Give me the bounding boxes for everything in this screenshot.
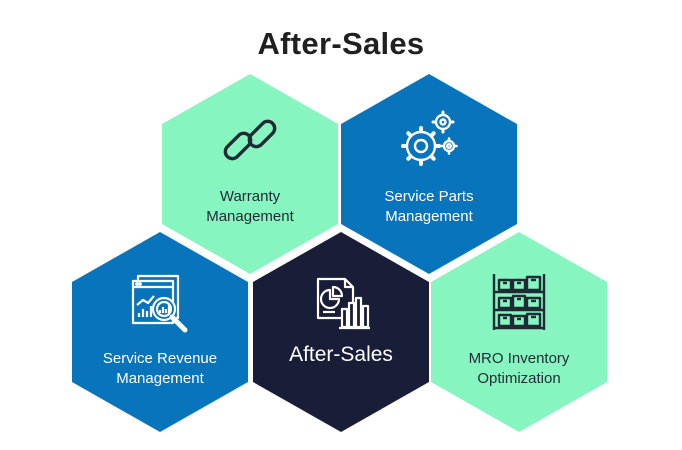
analytics-magnifier-icon xyxy=(131,274,188,333)
hex-label: Service Revenue Management xyxy=(102,350,218,387)
hex-label: After-Sales xyxy=(289,343,393,366)
gears-icon xyxy=(401,110,458,166)
report-document-icon xyxy=(316,277,370,330)
hex-label: Warranty Management xyxy=(206,188,294,225)
hex-service-revenue-management: Service Revenue Management xyxy=(72,232,248,432)
hex-label: MRO Inventory Optimization xyxy=(468,350,570,387)
chain-link-icon xyxy=(223,119,277,161)
hex-label: Service Parts Management xyxy=(384,188,474,225)
hex-service-parts-management: Service Parts Management xyxy=(341,74,517,274)
hex-after-sales-center: After-Sales xyxy=(253,232,429,432)
page-title: After-Sales xyxy=(257,26,425,61)
warehouse-shelves-icon xyxy=(492,274,546,330)
hex-mro-inventory-optimization: MRO Inventory Optimization xyxy=(431,232,607,432)
hex-warranty-management: Warranty Management xyxy=(162,74,338,274)
